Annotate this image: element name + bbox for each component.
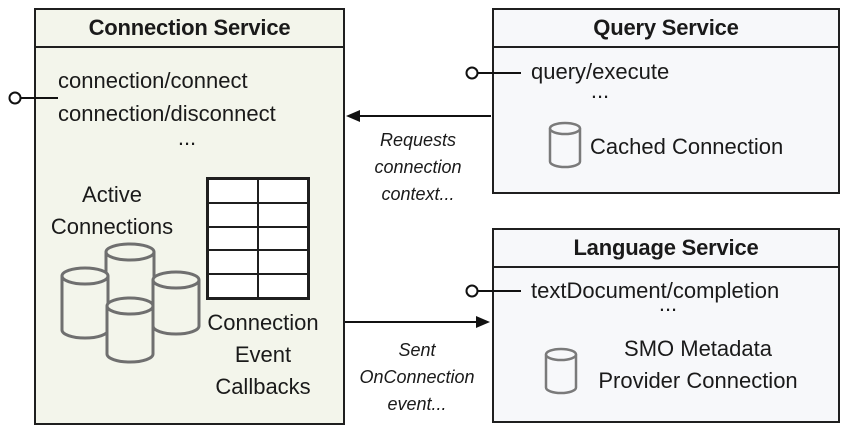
requests-connection-context-label: Requests connection context...: [374, 130, 462, 204]
sent-onconnection-event-label: Sent OnConnection event...: [359, 340, 475, 414]
arrow-requests-connection-context: [346, 110, 491, 122]
connection-methods-ellipsis: ...: [177, 125, 197, 150]
connection-service-title: Connection Service: [36, 10, 343, 48]
table-cell: [258, 250, 308, 275]
language-service-title: Language Service: [494, 230, 838, 268]
language-methods-ellipsis: ...: [658, 291, 678, 316]
connection-disconnect-method: connection/disconnect: [58, 101, 276, 126]
table-cell: [208, 274, 258, 298]
smo-provider-database-icon: [544, 347, 578, 395]
connection-connect-method: connection/connect: [58, 68, 248, 93]
table-cell: [258, 202, 308, 227]
connection-event-callbacks-label: Connection Event Callbacks: [207, 310, 319, 399]
table-cell: [258, 226, 308, 251]
database-cluster-icon: [60, 242, 201, 364]
active-connections-label: Active Connections: [50, 182, 174, 239]
smo-metadata-provider-label: SMO Metadata Provider Connection: [598, 336, 798, 393]
table-cell: [258, 274, 308, 298]
query-methods-ellipsis: ...: [590, 78, 610, 103]
callbacks-table-icon: [206, 177, 310, 300]
table-cell: [208, 202, 258, 227]
table-cell: [208, 179, 258, 203]
textdocument-completion-method: textDocument/completion: [531, 278, 780, 303]
arrow-sent-onconnection-event: [345, 316, 490, 328]
table-cell: [258, 179, 308, 203]
cached-connection-label: Cached Connection: [590, 134, 784, 159]
query-execute-method: query/execute: [531, 59, 670, 84]
table-cell: [208, 226, 258, 251]
query-service-title: Query Service: [494, 10, 838, 48]
cached-connection-database-icon: [548, 121, 582, 169]
table-cell: [208, 250, 258, 275]
